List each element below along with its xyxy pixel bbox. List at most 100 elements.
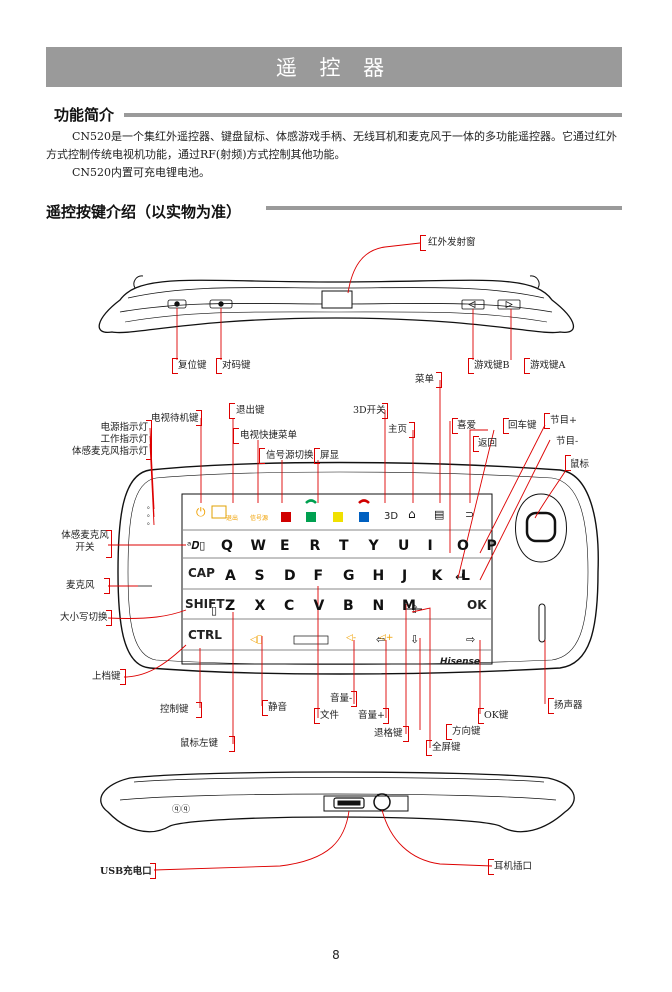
label-motion-mic-switch-1: 体感麦克风 — [61, 530, 109, 541]
bracket — [196, 410, 202, 426]
bracket — [383, 708, 389, 724]
bracket — [548, 698, 554, 714]
bracket — [229, 403, 235, 419]
bracket — [436, 372, 442, 388]
bracket — [351, 691, 357, 707]
key-f: F — [313, 568, 324, 584]
key-m: M — [402, 598, 416, 614]
key-ctrl: CTRL — [188, 628, 222, 642]
key-p: P — [486, 538, 497, 554]
label-tv-standby: 电视待机键 — [151, 413, 199, 424]
bracket — [262, 700, 268, 716]
bracket — [544, 413, 550, 429]
label-mouse-left: 鼠标左键 — [180, 738, 219, 749]
label-direction: 方向键 — [452, 726, 481, 737]
remote-front-view: 。 。 。 — [117, 461, 599, 675]
svg-text:。: 。 — [147, 518, 154, 526]
bracket — [314, 708, 320, 724]
svg-text:▯: ▯ — [211, 604, 217, 617]
key-exit-sub: 退出 — [226, 515, 239, 522]
label-microphone: 麦克风 — [66, 580, 95, 591]
label-motion-mic-switch-2: 开关 — [75, 542, 95, 553]
svg-text:⊃: ⊃ — [465, 508, 474, 521]
section-divider — [266, 206, 622, 210]
svg-text:⏻: ⏻ — [196, 505, 206, 519]
label-ch-up: 节目+ — [550, 415, 577, 426]
top-key-row: ⏻ ⌂ ▤ ⊃ ᵃ𝑫▯ ▯ ⇧ ⇩ ⇦ ⇨ ◁⃞ ◁- ◁+ ↵ — [187, 499, 475, 646]
bracket — [196, 702, 202, 718]
svg-text:ᵃ𝑫▯: ᵃ𝑫▯ — [187, 539, 205, 552]
label-ok-key: OK键 — [484, 710, 509, 721]
remote-top-view — [98, 275, 575, 334]
label-screen-show: 屏显 — [320, 450, 340, 461]
bracket — [473, 436, 479, 452]
key-r: R — [309, 538, 321, 554]
bracket — [150, 863, 156, 879]
bracket — [565, 455, 571, 471]
intro-paragraph-1: CN520是一个集红外遥控器、键盘鼠标、体感游戏手柄、无线耳机和麦克风于一体的多… — [46, 130, 618, 161]
svg-text:。: 。 — [147, 502, 154, 510]
bracket — [426, 740, 432, 756]
page-number: 8 — [332, 948, 340, 962]
label-control-key: 控制键 — [160, 704, 189, 715]
bracket — [409, 422, 415, 438]
bracket — [106, 530, 112, 558]
bracket — [233, 428, 239, 444]
bracket — [120, 669, 126, 685]
section-heading-intro: 功能简介 — [54, 106, 115, 124]
bracket — [420, 235, 426, 251]
label-power-indicator: 电源指示灯 — [100, 422, 148, 433]
section-heading-keys: 遥控按键介绍（以实物为准） — [46, 203, 242, 221]
bracket — [524, 358, 530, 374]
page-banner: 遥 控 器 — [46, 47, 622, 87]
section-divider — [124, 113, 622, 117]
label-work-indicator: 工作指示灯 — [100, 434, 148, 445]
bracket — [452, 418, 458, 434]
key-a: A — [225, 568, 236, 584]
label-game-b: 游戏键B — [474, 360, 510, 371]
key-z: Z — [225, 598, 236, 614]
label-tv-shortcut-menu: 电视快捷菜单 — [240, 430, 298, 441]
bracket — [259, 448, 265, 464]
key-e: E — [280, 538, 290, 554]
key-n: N — [372, 598, 385, 614]
label-3d-switch: 3D开关 — [353, 405, 386, 416]
key-k: K — [431, 568, 443, 584]
label-vol-up: 音量+ — [358, 710, 385, 721]
key-t: T — [339, 538, 349, 554]
svg-text:▤: ▤ — [434, 508, 444, 521]
bracket — [172, 358, 178, 374]
key-o: O — [457, 538, 469, 554]
key-s: S — [254, 568, 265, 584]
key-x: X — [254, 598, 266, 614]
bracket — [104, 578, 110, 594]
key-d: D — [284, 568, 296, 584]
bracket — [503, 418, 509, 434]
svg-text:↵: ↵ — [455, 570, 465, 584]
bracket — [146, 420, 152, 460]
key-u: U — [398, 538, 410, 554]
svg-text:⇨: ⇨ — [466, 633, 475, 646]
brand-logo-text: Hisense — [440, 657, 480, 667]
key-c: C — [284, 598, 295, 614]
label-mouse: 鼠标 — [570, 459, 590, 470]
label-back: 返回 — [478, 438, 498, 449]
bottom-callout-lines — [153, 809, 493, 871]
label-case-switch: 大小写切换 — [60, 612, 108, 623]
label-fullscreen: 全屏键 — [432, 742, 461, 753]
key-i: I — [427, 538, 433, 554]
svg-text:ⓠⓠ: ⓠⓠ — [172, 804, 190, 815]
bracket — [216, 358, 222, 374]
key-y: Y — [368, 538, 379, 554]
label-pair-key: 对码键 — [222, 360, 251, 371]
key-g: G — [343, 568, 355, 584]
label-shift-key: 上档键 — [92, 671, 121, 682]
svg-text:◁-: ◁- — [346, 633, 356, 643]
key-ok: OK — [467, 598, 487, 612]
label-reset-key: 复位键 — [178, 360, 207, 371]
key-cap: CAP — [188, 566, 215, 580]
top-callout-lines — [176, 242, 512, 360]
bracket — [106, 610, 112, 626]
key-l: L — [461, 568, 470, 584]
